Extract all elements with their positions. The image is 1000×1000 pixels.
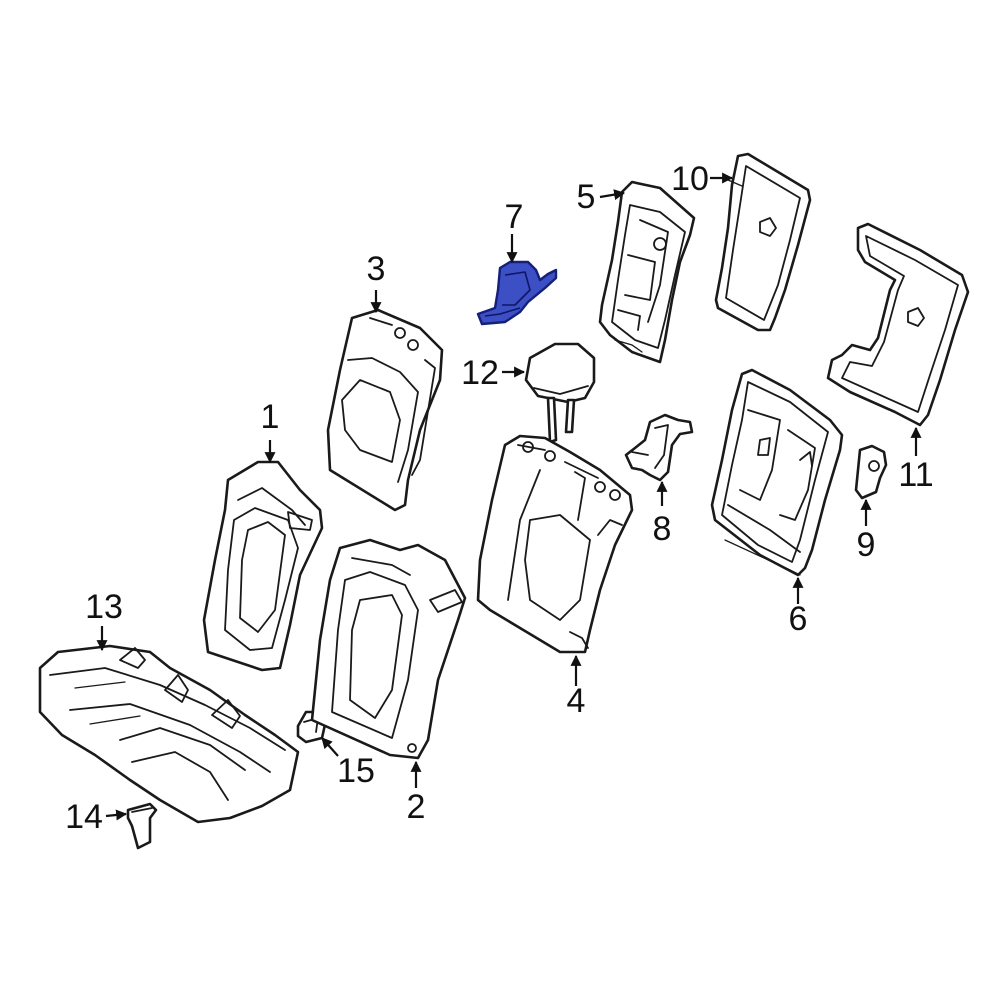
part-9-cover[interactable] xyxy=(854,444,888,500)
part-8-bracket[interactable] xyxy=(624,413,694,482)
callout-13: 13 xyxy=(85,588,123,626)
part-7-bracket-highlighted[interactable] xyxy=(476,260,558,326)
part-13-seat-cushion[interactable] xyxy=(38,644,300,824)
callout-7: 7 xyxy=(505,198,524,236)
callout-6: 6 xyxy=(789,600,808,638)
callout-1: 1 xyxy=(261,398,280,436)
part-12-headrest[interactable] xyxy=(524,342,596,444)
callout-10: 10 xyxy=(671,160,709,198)
callout-12: 12 xyxy=(461,354,499,392)
callout-11: 11 xyxy=(898,456,933,494)
callout-9: 9 xyxy=(857,526,876,564)
callout-5: 5 xyxy=(577,178,596,216)
part-4-seat-back-assembly[interactable] xyxy=(476,434,634,654)
part-10-trim-frame[interactable] xyxy=(714,152,812,332)
part-1-left-back-cover[interactable] xyxy=(202,460,324,672)
part-3-upper-back-pad[interactable] xyxy=(326,308,444,512)
callout-3: 3 xyxy=(367,250,386,288)
part-11-rear-panel[interactable] xyxy=(826,222,970,427)
part-14-hook[interactable] xyxy=(126,802,158,850)
callout-2: 2 xyxy=(407,788,426,826)
part-2-right-back-cover[interactable] xyxy=(310,538,467,760)
callout-labels: 1 2 3 4 5 6 7 8 9 10 11 12 13 14 15 xyxy=(65,160,934,836)
leader-lines xyxy=(96,172,922,821)
part-6-backrest-frame-rear[interactable] xyxy=(710,368,844,577)
callout-4: 4 xyxy=(567,682,586,720)
part-5-backrest-frame[interactable] xyxy=(598,180,696,364)
callout-8: 8 xyxy=(653,510,672,548)
callout-14: 14 xyxy=(65,798,103,836)
callout-15: 15 xyxy=(337,752,375,790)
